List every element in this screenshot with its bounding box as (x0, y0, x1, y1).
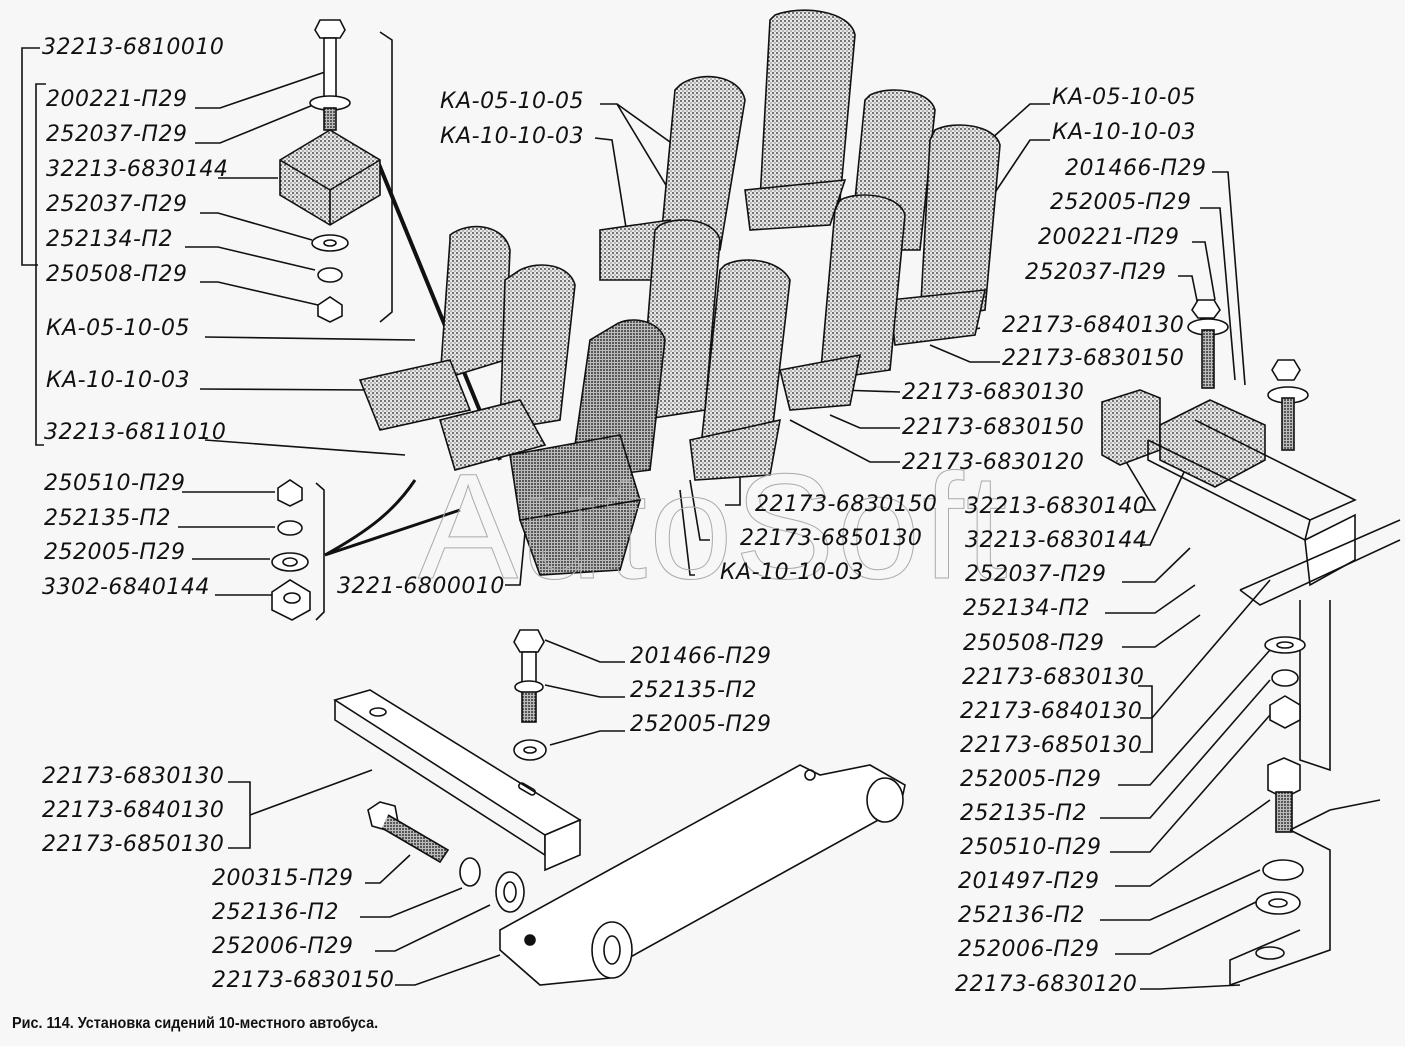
watermark: AutoSoft (417, 442, 1010, 611)
part-label: 201497-П29 (958, 869, 1100, 894)
part-label: 22173-6830150 (902, 415, 1085, 440)
part-label: 252006-П29 (212, 934, 354, 959)
part-label: 252005-П29 (1050, 190, 1192, 215)
part-label: 22173-6830150 (1002, 346, 1185, 371)
bracket-32213-6810010 (21, 47, 40, 266)
part-label: 252005-П29 (44, 540, 186, 565)
seat-group (358, 9, 1001, 576)
part-label: 252134-П2 (46, 227, 173, 252)
part-label: 22173-6830120 (902, 450, 1085, 475)
part-label: 250508-П29 (963, 631, 1105, 656)
part-label: 22173-6830150 (212, 968, 395, 993)
part-label: КА-05-10-05 (46, 316, 190, 341)
part-label: 22173-6830130 (962, 665, 1145, 690)
figure-caption: Рис. 114. Установка сидений 10-местного … (12, 1015, 379, 1032)
part-label: 32213-6811010 (44, 420, 227, 445)
part-label: 22173-6850130 (740, 526, 923, 551)
part-label: 200221-П29 (46, 87, 188, 112)
part-label: 22173-6830130 (902, 380, 1085, 405)
part-label: 252136-П2 (958, 903, 1085, 928)
part-label: 250510-П29 (44, 471, 186, 496)
part-label: 252005-П29 (960, 767, 1102, 792)
part-label: 22173-6830150 (755, 492, 938, 517)
part-label: КА-10-10-03 (720, 560, 864, 585)
part-label: КА-05-10-05 (1052, 85, 1196, 110)
bracket-fastener-set-mid (315, 482, 325, 621)
part-label: 252037-П29 (1025, 260, 1167, 285)
part-label: 3302-6840144 (42, 575, 210, 600)
part-label: 200221-П29 (1038, 225, 1180, 250)
part-label: 252006-П29 (958, 937, 1100, 962)
part-label: 22173-6840130 (960, 699, 1143, 724)
part-label: 252135-П2 (960, 801, 1087, 826)
part-label: 252037-П29 (46, 122, 188, 147)
part-label: 22173-6850130 (960, 733, 1143, 758)
part-label: 252005-П29 (630, 712, 772, 737)
part-label: 32213-6810010 (42, 35, 225, 60)
part-label: 252037-П29 (965, 562, 1107, 587)
part-label: КА-10-10-03 (1052, 120, 1196, 145)
part-label: 252135-П2 (630, 678, 757, 703)
bracket-32213-6811010 (35, 83, 46, 446)
part-label: 22173-6840130 (1002, 313, 1185, 338)
part-label: 3221-6800010 (337, 574, 505, 599)
part-label: 32213-6830140 (965, 494, 1148, 519)
part-label: 201466-П29 (630, 644, 772, 669)
part-label: КА-05-10-05 (440, 89, 584, 114)
part-label: 32213-6830144 (965, 528, 1148, 553)
part-label: 252134-П2 (963, 596, 1090, 621)
part-label: 22173-6830120 (955, 972, 1138, 997)
part-label: 22173-6850130 (42, 832, 225, 857)
part-label: 252135-П2 (44, 506, 171, 531)
part-label: 22173-6840130 (42, 798, 225, 823)
part-label: КА-10-10-03 (440, 124, 584, 149)
part-label: КА-10-10-03 (46, 368, 190, 393)
part-label: 250510-П29 (960, 835, 1102, 860)
part-label: 200315-П29 (212, 866, 354, 891)
part-label: 250508-П29 (46, 262, 188, 287)
part-label: 252037-П29 (46, 192, 188, 217)
part-label: 32213-6830144 (46, 157, 229, 182)
part-label: 252136-П2 (212, 900, 339, 925)
part-label: 201466-П29 (1065, 156, 1207, 181)
part-label: 22173-6830130 (42, 764, 225, 789)
bracket-fastener-set-top (379, 31, 393, 323)
